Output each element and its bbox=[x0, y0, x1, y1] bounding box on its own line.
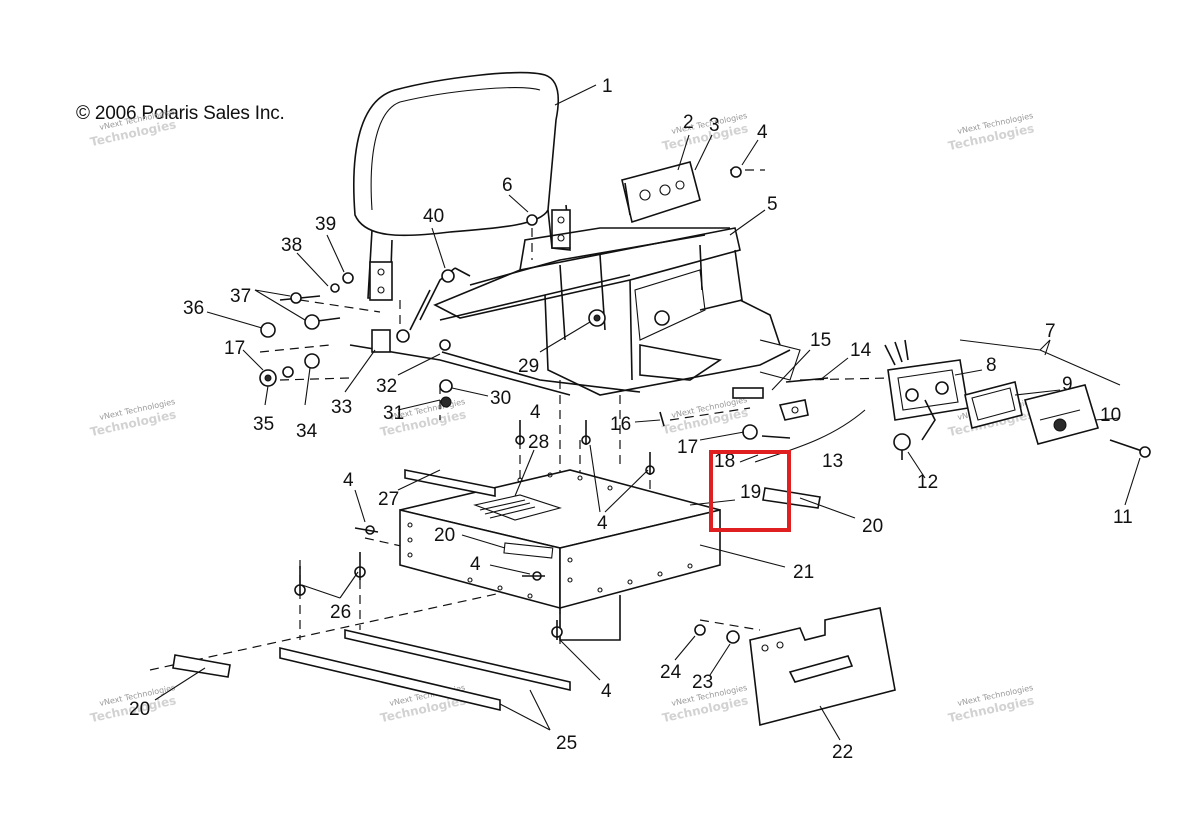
part-label-12: 12 bbox=[917, 472, 938, 493]
part-label-18: 18 bbox=[714, 451, 735, 472]
part-label-3: 3 bbox=[709, 115, 720, 136]
storage-box-part bbox=[399, 469, 721, 641]
part-label-4: 4 bbox=[470, 554, 481, 575]
part-label-23: 23 bbox=[692, 672, 713, 693]
taillight-parts bbox=[884, 339, 1100, 460]
part-label-16: 16 bbox=[610, 414, 631, 435]
part-label-2: 2 bbox=[683, 112, 694, 133]
part-label-11: 11 bbox=[1113, 507, 1133, 528]
part-label-8: 8 bbox=[986, 355, 997, 376]
part-label-40: 40 bbox=[423, 206, 444, 227]
part-label-21: 21 bbox=[793, 562, 814, 583]
part-label-1: 1 bbox=[602, 76, 613, 97]
part-label-4: 4 bbox=[597, 513, 608, 534]
part-label-37: 37 bbox=[230, 286, 251, 307]
box-rivets bbox=[407, 472, 693, 599]
part-label-34: 34 bbox=[296, 421, 318, 442]
part-label-4: 4 bbox=[530, 402, 541, 423]
part-label-28: 28 bbox=[528, 432, 549, 453]
part-label-29: 29 bbox=[518, 356, 539, 377]
part-labels: 1 2 3 4 5 6 40 39 38 37 36 17 35 34 33 3… bbox=[129, 76, 1133, 763]
part-label-22: 22 bbox=[832, 742, 853, 763]
part-label-13: 13 bbox=[822, 451, 843, 472]
part-label-17: 17 bbox=[224, 338, 245, 359]
part-label-35: 35 bbox=[253, 414, 274, 435]
part-label-32: 32 bbox=[376, 376, 397, 397]
part-label-20: 20 bbox=[129, 699, 150, 720]
part-label-25: 25 bbox=[556, 733, 577, 754]
part-label-4: 4 bbox=[757, 122, 768, 143]
guard-part bbox=[749, 607, 896, 727]
part-label-36: 36 bbox=[183, 298, 204, 319]
rack-frame-part bbox=[349, 227, 801, 396]
part-label-10: 10 bbox=[1100, 405, 1121, 426]
part-label-39: 39 bbox=[315, 214, 336, 235]
part-label-24: 24 bbox=[660, 662, 682, 683]
part-label-31: 31 bbox=[383, 403, 404, 424]
part-label-15: 15 bbox=[810, 330, 831, 351]
part-label-4: 4 bbox=[343, 470, 354, 491]
decal-parts bbox=[172, 487, 821, 678]
part-label-5: 5 bbox=[767, 194, 778, 215]
part-label-38: 38 bbox=[281, 235, 302, 256]
part-label-26: 26 bbox=[330, 602, 351, 623]
rail-parts bbox=[279, 469, 571, 712]
part-label-17b: 17 bbox=[677, 437, 698, 458]
part-label-20: 20 bbox=[434, 525, 455, 546]
part-label-9: 9 bbox=[1062, 374, 1073, 395]
assembly-lines bbox=[149, 169, 891, 671]
part-label-6: 6 bbox=[502, 175, 513, 196]
part-label-30: 30 bbox=[490, 388, 511, 409]
part-label-27: 27 bbox=[378, 489, 399, 510]
part-label-7: 7 bbox=[1045, 321, 1056, 342]
part-label-14: 14 bbox=[850, 340, 872, 361]
bracket-part bbox=[621, 161, 701, 224]
screw-part bbox=[1109, 439, 1151, 458]
highlight-box bbox=[709, 450, 791, 532]
part-label-4: 4 bbox=[601, 681, 612, 702]
copyright-notice: © 2006 Polaris Sales Inc. bbox=[76, 103, 285, 124]
fastener-parts bbox=[259, 166, 829, 644]
part-label-20: 20 bbox=[862, 516, 883, 537]
part-label-19: 19 bbox=[740, 482, 761, 503]
backrest-part bbox=[352, 71, 571, 301]
part-label-33: 33 bbox=[331, 397, 352, 418]
